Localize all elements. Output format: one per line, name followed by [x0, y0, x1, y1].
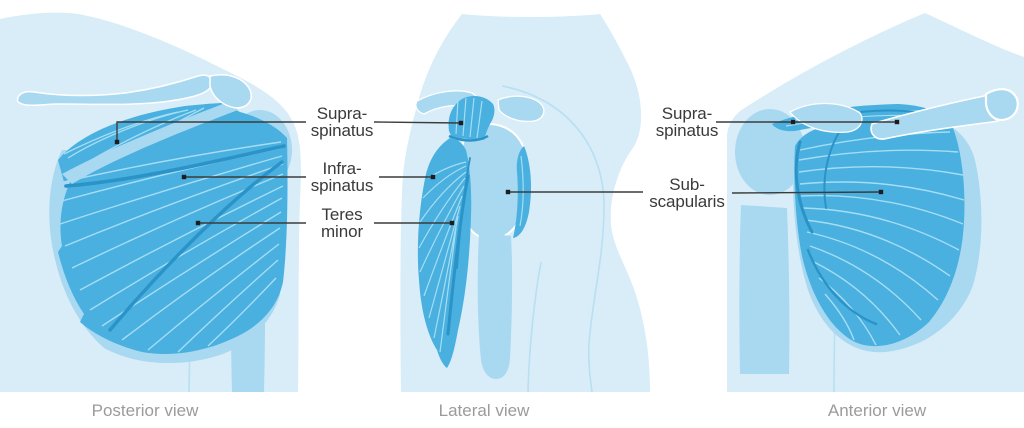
caption-posterior-view: Posterior view: [91, 401, 199, 420]
lateral-clavicle-bone: [497, 95, 545, 123]
label-subscapularis-right: Sub- scapularis: [649, 175, 725, 211]
label-teres-minor-left: Teres minor: [320, 205, 364, 241]
lateral-muscle-fibers: [418, 161, 467, 353]
label-line: Supra-: [661, 104, 713, 123]
posterior-muscle-fibers: [57, 141, 284, 353]
dot-supraspinatus-lateral: [458, 120, 464, 126]
dot-subscapularis-lateral: [505, 189, 511, 195]
dot-infraspinatus-lateral: [430, 174, 436, 180]
anterior-clavicle-end-bone: [984, 88, 1019, 122]
leader-supraspinatus-lateral: [373, 121, 461, 124]
label-line: Supra-: [316, 104, 368, 123]
label-line: spinatus: [310, 175, 374, 195]
lateral-deltoid-contour-line: [501, 85, 605, 393]
anterior-muscle-fibers: [798, 131, 965, 346]
label-line: Teres: [321, 205, 363, 224]
lateral-torso-contour-line: [527, 261, 542, 393]
anterior-subscapularis-muscle: [794, 119, 965, 347]
lateral-supraspinatus-fibers: [455, 97, 483, 139]
label-line: minor: [320, 221, 364, 241]
dot-supraspinatus-posterior: [114, 139, 120, 145]
lateral-view-figure: [400, 14, 650, 393]
anterior-humerus-shaft-bone: [739, 205, 790, 374]
caption-lateral-view: Lateral view: [438, 401, 530, 420]
lateral-muscle-shadow-lines: [446, 157, 471, 336]
lateral-supraspinatus-shadow: [448, 134, 489, 142]
label-line: spinatus: [310, 120, 374, 140]
posterior-view-figure: [0, 12, 301, 393]
dot-subscapularis-anterior: [878, 189, 884, 195]
caption-anterior-view: Anterior view: [827, 401, 927, 420]
anterior-view-figure: [727, 13, 1024, 393]
leader-supraspinatus-posterior: [116, 121, 306, 140]
lateral-humerus-shaft-bone: [477, 232, 513, 379]
label-supraspinatus-left: Supra- spinatus: [310, 104, 374, 140]
label-line: scapularis: [649, 191, 725, 211]
lateral-contour-lines: [501, 85, 605, 393]
leader-subscapularis-anterior: [731, 191, 882, 194]
label-line: Sub-: [669, 175, 705, 194]
label-supraspinatus-right: Supra- spinatus: [655, 104, 719, 140]
leader-lines: [116, 121, 897, 224]
dot-teres-minor-posterior: [195, 220, 201, 226]
label-line: spinatus: [655, 120, 719, 140]
leader-dots: [114, 119, 900, 226]
posterior-infraspinatus-muscle: [58, 108, 288, 355]
posterior-acromion-bone: [209, 74, 252, 109]
label-infraspinatus-left: Infra- spinatus: [310, 159, 374, 195]
dot-supraspinatus-anterior-1: [790, 119, 796, 125]
dot-infraspinatus-posterior: [181, 174, 187, 180]
dot-supraspinatus-anterior-2: [894, 119, 900, 125]
label-line: Infra-: [322, 159, 362, 178]
dot-teres-minor-lateral: [449, 220, 455, 226]
anterior-coracoid-bone: [789, 102, 863, 133]
